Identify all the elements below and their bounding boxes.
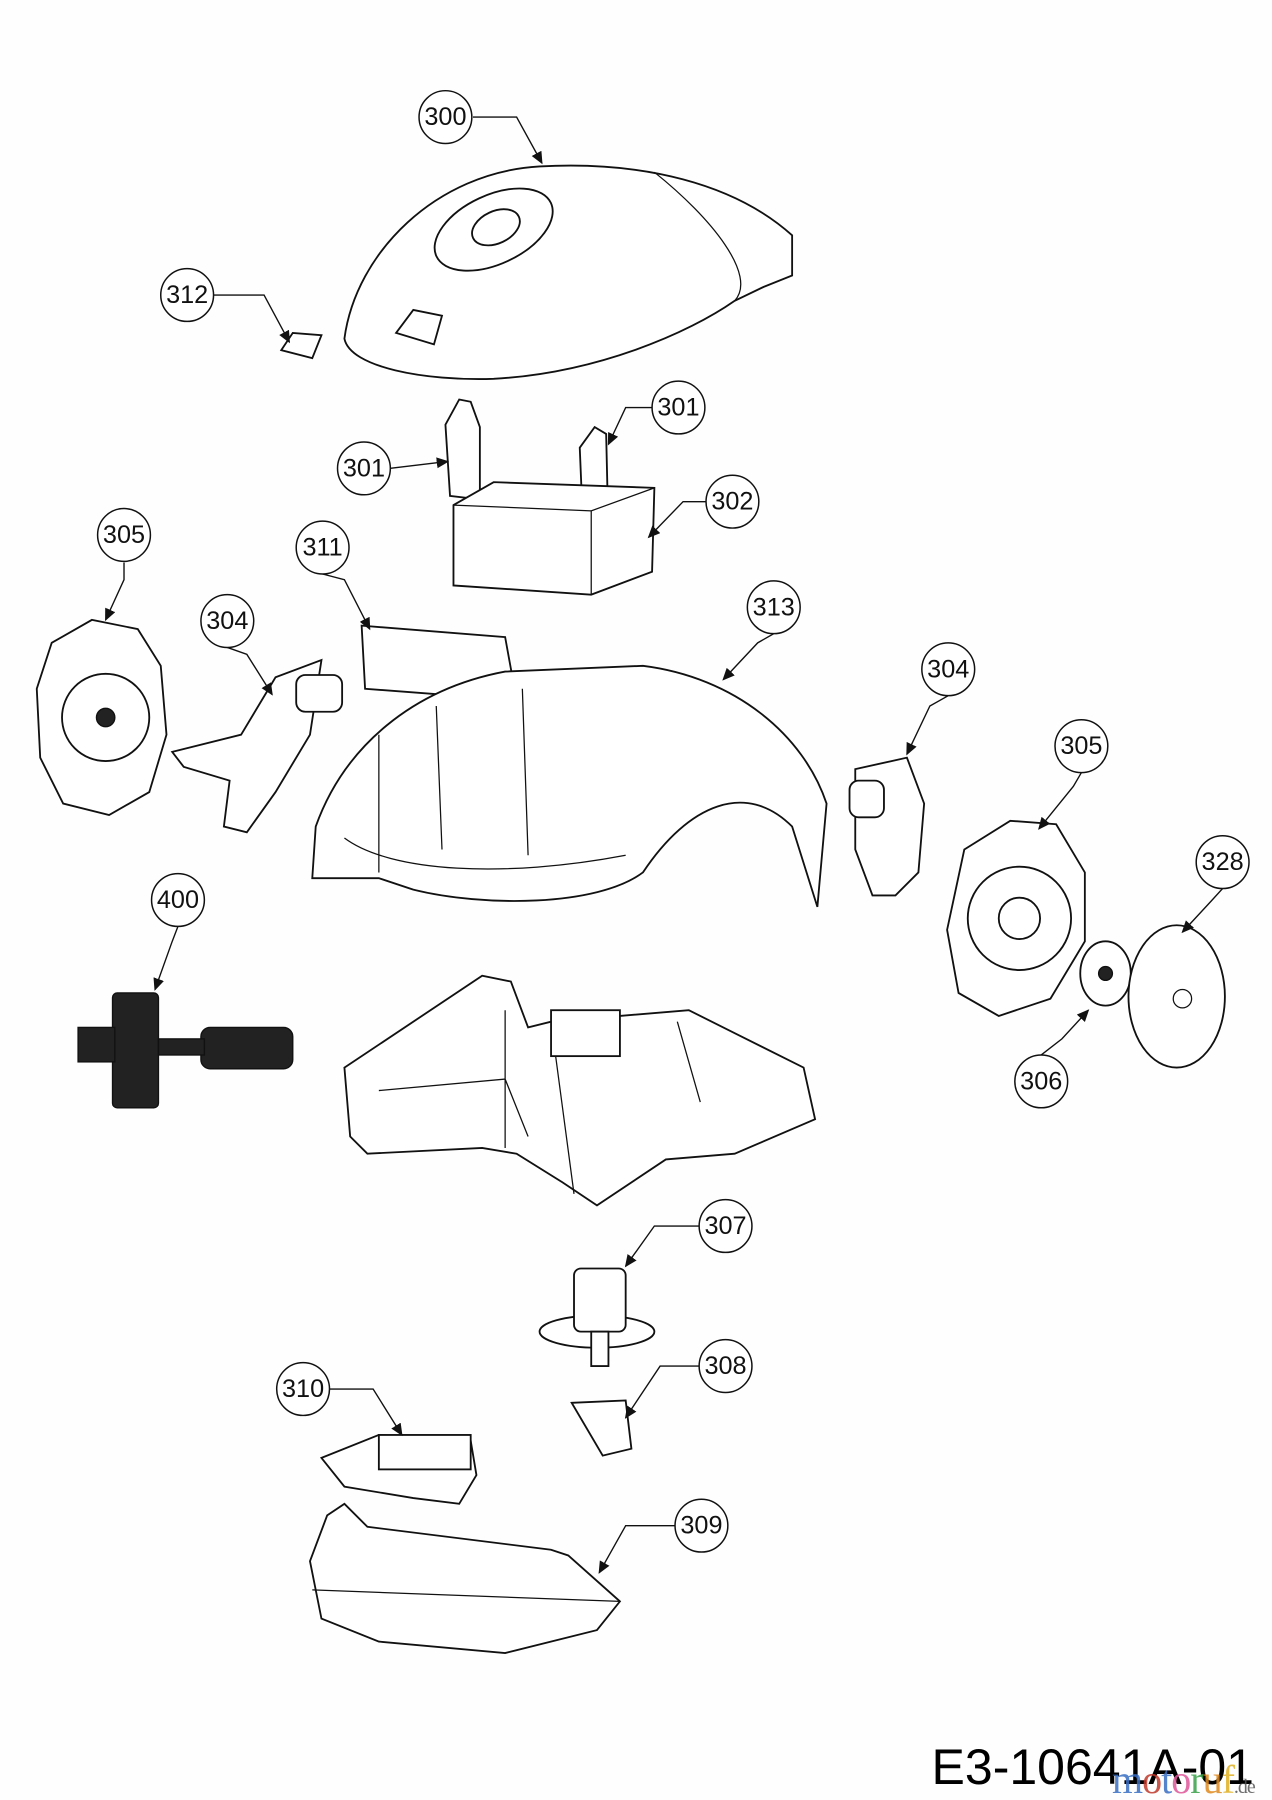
callout-312[interactable]: 312: [159, 267, 215, 323]
callout-300[interactable]: 300: [418, 89, 473, 145]
drive-assembly-part[interactable]: [77, 992, 294, 1109]
bracket-left-part[interactable]: [444, 398, 481, 501]
svg-text:311: 311: [302, 534, 342, 562]
chassis-housing-part[interactable]: [311, 664, 828, 908]
lower-frame-part[interactable]: [343, 974, 817, 1207]
leader-lines: [105, 116, 1224, 1574]
callout-309[interactable]: 309: [674, 1498, 729, 1553]
svg-text:312: 312: [166, 281, 208, 309]
callout-311[interactable]: 311: [295, 520, 350, 575]
wheel-right-part[interactable]: [946, 819, 1086, 1017]
callout-304-left[interactable]: 304: [200, 593, 255, 649]
callout-302[interactable]: 302: [705, 474, 760, 529]
gear-motor-left-part[interactable]: [170, 658, 344, 834]
svg-text:307: 307: [704, 1212, 746, 1240]
watermark-logo: motoruf.de: [1112, 1757, 1256, 1800]
callout-305-right[interactable]: 305: [1054, 719, 1109, 774]
svg-text:309: 309: [680, 1512, 722, 1540]
svg-text:304: 304: [206, 607, 248, 635]
diagram-code: E3-10641A-01: [931, 1739, 1254, 1795]
hub-cap-part[interactable]: [1127, 924, 1226, 1069]
svg-text:313: 313: [753, 593, 795, 621]
bumper-sensor-part[interactable]: [319, 1434, 478, 1505]
callout-301-left[interactable]: 301: [336, 441, 392, 496]
wheel-left-part[interactable]: [35, 618, 168, 817]
svg-text:306: 306: [1020, 1067, 1062, 1095]
callout-307[interactable]: 307: [698, 1198, 753, 1254]
callout-301-right[interactable]: 301: [651, 380, 706, 435]
battery-part[interactable]: [452, 481, 656, 596]
callout-308[interactable]: 308: [698, 1338, 753, 1394]
front-base-part[interactable]: [309, 1502, 622, 1654]
callout-310[interactable]: 310: [275, 1361, 331, 1417]
top-cover-part[interactable]: [343, 164, 794, 380]
blade-part[interactable]: [570, 1399, 633, 1457]
svg-text:400: 400: [157, 886, 199, 914]
svg-text:310: 310: [282, 1375, 324, 1403]
svg-text:305: 305: [1060, 732, 1102, 760]
svg-text:305: 305: [103, 521, 145, 549]
clip-part[interactable]: [279, 331, 323, 360]
svg-text:301: 301: [657, 394, 699, 422]
svg-text:301: 301: [343, 454, 385, 482]
hub-part[interactable]: [1079, 940, 1132, 1007]
callout-328[interactable]: 328: [1195, 834, 1250, 890]
callout-313[interactable]: 313: [746, 580, 801, 635]
callout-306[interactable]: 306: [1014, 1054, 1069, 1109]
blade-motor-part[interactable]: [538, 1267, 656, 1367]
svg-text:304: 304: [927, 655, 969, 683]
svg-text:308: 308: [704, 1352, 746, 1380]
svg-text:302: 302: [711, 488, 753, 516]
svg-text:328: 328: [1202, 848, 1244, 876]
gear-motor-right-part[interactable]: [848, 756, 926, 897]
callout-305-left[interactable]: 305: [96, 507, 152, 563]
callout-400[interactable]: 400: [150, 872, 206, 928]
svg-text:300: 300: [424, 103, 466, 131]
callout-304-right[interactable]: 304: [921, 642, 976, 697]
